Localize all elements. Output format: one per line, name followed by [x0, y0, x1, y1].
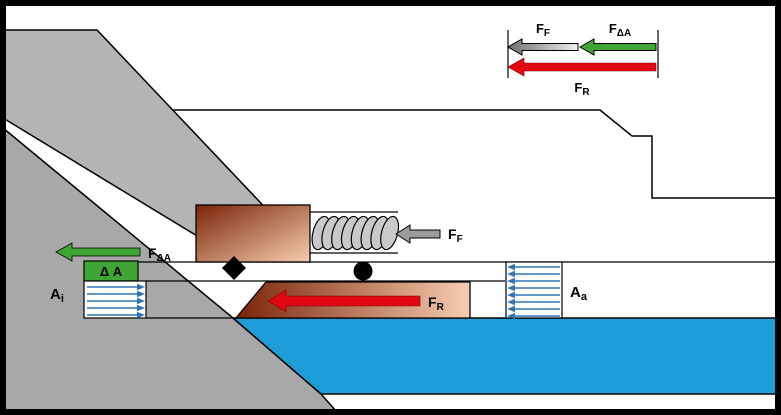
spring-force-arrow	[395, 224, 441, 244]
inner-pressure-hatch	[87, 283, 145, 319]
legend-spring-force-arrow	[506, 38, 579, 56]
pressure-arrowhead-left	[507, 284, 515, 292]
pressure-arrowhead-left	[507, 263, 515, 271]
legend-resulting-force-label: FR	[574, 80, 590, 98]
housing-step-outline	[173, 109, 778, 199]
pressure-arrowhead-left	[507, 277, 515, 285]
delta-force-label: FΔA	[148, 245, 171, 264]
pressure-arrowhead-left	[507, 291, 515, 299]
legend-resulting-force-arrow	[507, 57, 657, 77]
spring	[311, 215, 400, 251]
outer-area-label: Aa	[570, 284, 588, 303]
o-ring-diamond	[222, 256, 246, 280]
pressure-arrowhead-right	[137, 304, 145, 312]
legend-delta-force-label: FΔA	[609, 21, 631, 39]
pressure-arrowhead-left	[507, 298, 515, 306]
pressure-arrowhead-right	[137, 290, 145, 298]
o-ring-circle	[353, 261, 373, 281]
pressure-arrowhead-right	[137, 311, 145, 319]
delta-area-label: Δ A	[100, 264, 123, 279]
delta-force-arrow	[55, 242, 141, 262]
legend-spring-force-label: FF	[536, 21, 550, 39]
resulting-force-label: FR	[428, 294, 445, 313]
pressure-arrowhead-left	[507, 312, 515, 320]
pressure-arrowhead-right	[137, 297, 145, 305]
pressure-arrowhead-right	[137, 283, 145, 291]
pressure-arrowhead-left	[507, 270, 515, 278]
inner-pressure-arrows	[87, 283, 145, 319]
inner-area-label: Ai	[50, 286, 64, 305]
spring-force-label: FF	[448, 226, 463, 245]
seal-ring-upper	[195, 204, 311, 263]
resulting-force-arrow	[267, 289, 421, 313]
legend-delta-force-arrow	[578, 38, 657, 56]
outer-pressure-hatch	[507, 263, 560, 320]
force-legend: FF FΔA FR	[506, 21, 659, 98]
outer-pressure-arrows	[507, 263, 560, 320]
pressure-arrowhead-left	[507, 305, 515, 313]
fluid-region	[230, 317, 779, 395]
